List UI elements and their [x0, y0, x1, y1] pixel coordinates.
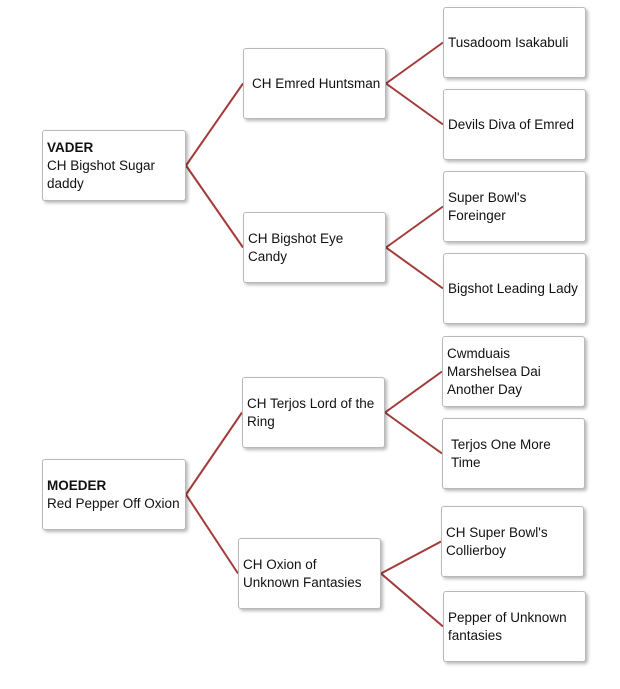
sire-sire-dam-box: Devils Diva of Emred	[443, 89, 586, 160]
sire-dam-box: CH Bigshot Eye Candy	[243, 212, 386, 283]
dam-dam-dam-name: Pepper of Unknown fantasies	[448, 609, 567, 643]
sire-sire-sire-name: Tusadoom Isakabuli	[448, 34, 569, 50]
sire-dam-dam-name: Bigshot Leading Lady	[448, 280, 578, 296]
dam-sire-sire-name: Cwmduais Marshelsea Dai Another Day	[447, 345, 541, 397]
dam-sire-sire-box: Cwmduais Marshelsea Dai Another Day	[442, 336, 585, 407]
connector-sire-to-sire-dam	[185, 164, 244, 249]
dam-dam-sire-box: CH Super Bowl's Collierboy	[441, 506, 584, 577]
sire-label: VADER	[47, 139, 94, 155]
connector-dam-sire-to-sire	[384, 370, 443, 414]
dam-dam-name: CH Oxion of Unknown Fantasies	[243, 556, 362, 590]
connector-sire-to-sire-sire	[185, 82, 244, 167]
connector-dam-to-dam-sire	[185, 411, 243, 496]
sire-dam-sire-name: Super Bowl's Foreinger	[448, 189, 527, 223]
sire-sire-dam-name: Devils Diva of Emred	[448, 116, 575, 132]
dam-dam-sire-name: CH Super Bowl's Collierboy	[446, 524, 548, 558]
dam-sire-dam-name: Terjos One More Time	[451, 436, 551, 470]
sire-sire-name: CH Emred Huntsman	[252, 75, 381, 91]
connector-dam-sire-to-dam	[384, 411, 443, 455]
connector-sire-dam-to-sire	[385, 205, 444, 249]
dam-box: MOEDER Red Pepper Off Oxion	[42, 459, 186, 530]
dam-name: Red Pepper Off Oxion	[47, 495, 180, 511]
sire-dam-dam-box: Bigshot Leading Lady	[443, 253, 586, 324]
sire-dam-sire-box: Super Bowl's Foreinger	[443, 171, 586, 242]
sire-name: CH Bigshot Sugar daddy	[47, 157, 156, 191]
connector-dam-dam-to-sire	[380, 540, 442, 575]
dam-sire-name: CH Terjos Lord of the Ring	[247, 395, 375, 429]
dam-dam-dam-box: Pepper of Unknown fantasies	[443, 591, 586, 662]
sire-dam-name: CH Bigshot Eye Candy	[248, 230, 344, 264]
connector-sire-dam-to-dam	[385, 246, 444, 290]
connector-dam-to-dam-dam	[185, 493, 239, 575]
sire-sire-box: CH Emred Huntsman	[243, 48, 386, 119]
connector-sire-sire-to-dam	[385, 82, 444, 126]
dam-sire-box: CH Terjos Lord of the Ring	[242, 377, 385, 448]
sire-sire-sire-box: Tusadoom Isakabuli	[443, 7, 586, 78]
sire-box: VADER CH Bigshot Sugar daddy	[42, 130, 186, 201]
connector-dam-dam-to-dam	[380, 572, 444, 628]
connector-sire-sire-to-sire	[385, 41, 444, 85]
dam-dam-box: CH Oxion of Unknown Fantasies	[238, 538, 381, 609]
dam-sire-dam-box: Terjos One More Time	[442, 418, 585, 489]
dam-label: MOEDER	[47, 477, 107, 493]
